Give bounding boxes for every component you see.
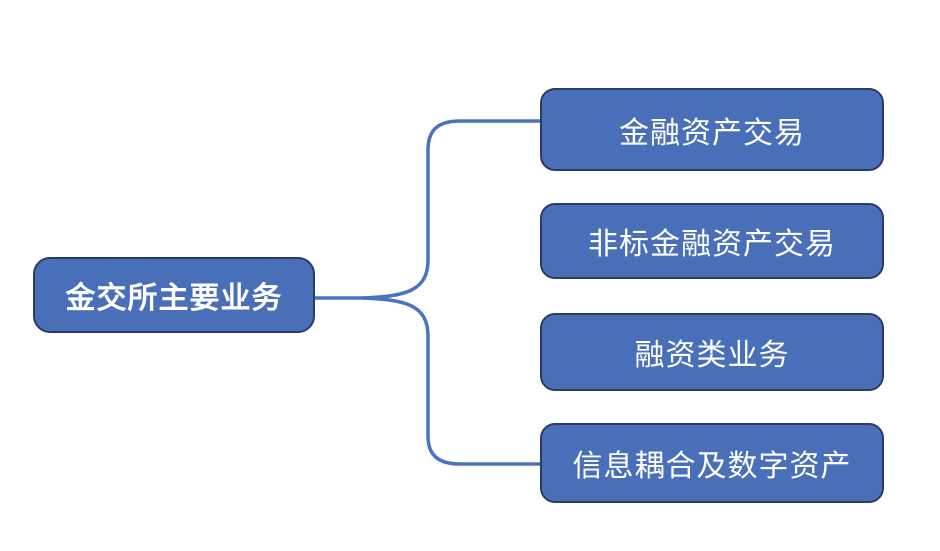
branch-node-info-coupling-digital-assets: 信息耦合及数字资产 — [540, 423, 884, 503]
branch-curve-bottom — [362, 296, 543, 466]
branch-node-financing-business: 融资类业务 — [540, 313, 884, 391]
branch-curve-top — [362, 119, 543, 300]
branch-node-financial-asset-trading: 金融资产交易 — [540, 88, 884, 171]
branch-node-nonstandard-financial-asset-trading: 非标金融资产交易 — [540, 203, 884, 279]
root-node: 金交所主要业务 — [33, 257, 315, 333]
